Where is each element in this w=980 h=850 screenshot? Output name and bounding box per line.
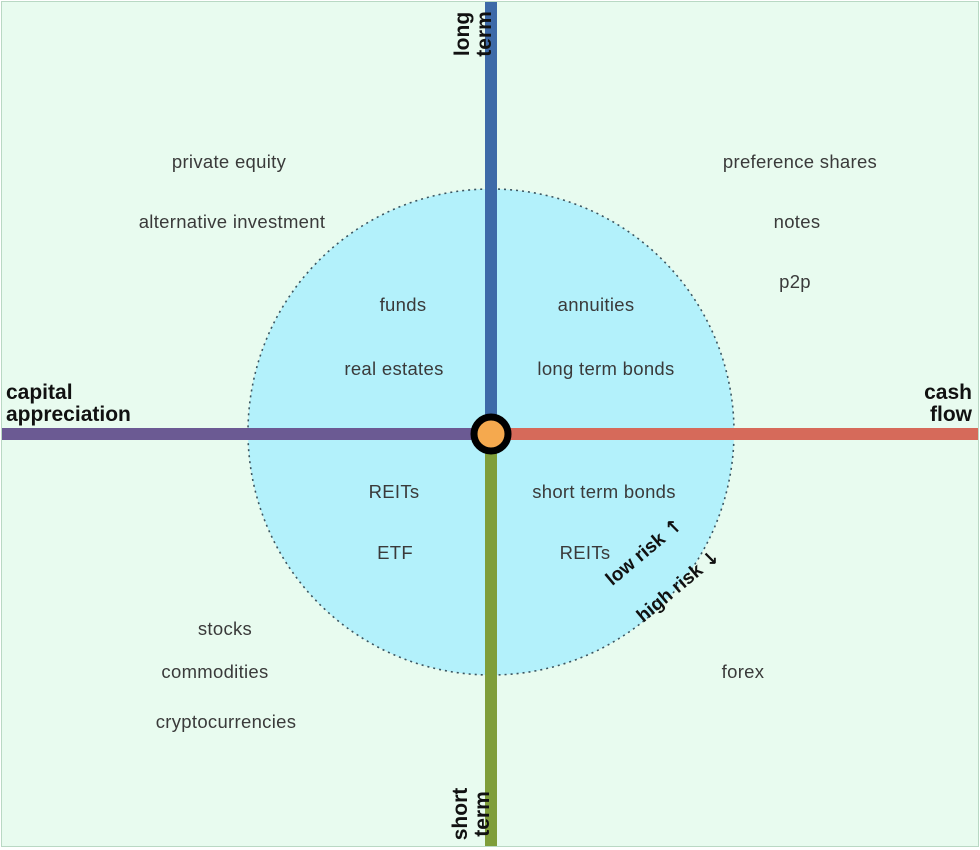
item-label: alternative investment bbox=[138, 211, 326, 232]
item-label: funds bbox=[379, 294, 427, 315]
item-label: annuities bbox=[557, 294, 635, 315]
item-label: short term bonds bbox=[532, 481, 676, 502]
axis-label-capital-appreciation: capital appreciation bbox=[6, 382, 131, 426]
axis-label-line: long bbox=[451, 11, 474, 57]
axis-label-line: flow bbox=[930, 403, 972, 426]
axis-label-line: appreciation bbox=[6, 403, 131, 426]
axis-label-line: capital bbox=[6, 381, 73, 404]
item-label: notes bbox=[773, 211, 821, 232]
arrow-down-right-icon: ↘ bbox=[702, 548, 719, 570]
axis-label-long-term: long term bbox=[451, 11, 496, 57]
item-label: cryptocurrencies bbox=[155, 711, 297, 732]
item-label: p2p bbox=[779, 271, 811, 292]
axis-label-line: short bbox=[449, 787, 472, 841]
arrow-up-left-icon: ↖ bbox=[665, 517, 682, 539]
axis-label-line: cash bbox=[924, 381, 972, 404]
item-label: stocks bbox=[197, 618, 253, 639]
center-node bbox=[470, 413, 512, 455]
item-label: real estates bbox=[344, 358, 444, 379]
axis-label-line: term bbox=[473, 11, 496, 57]
item-label: long term bonds bbox=[537, 358, 675, 379]
axis-label-line: term bbox=[471, 791, 494, 837]
axis-label-short-term: short term bbox=[449, 787, 494, 841]
item-label: commodities bbox=[161, 661, 269, 682]
item-label: REITs bbox=[559, 542, 611, 563]
item-label: preference shares bbox=[722, 151, 878, 172]
item-label: ETF bbox=[377, 542, 413, 563]
axis-label-cash-flow: cash flow bbox=[924, 382, 972, 426]
item-label: private equity bbox=[171, 151, 287, 172]
item-label: REITs bbox=[368, 481, 420, 502]
item-label: forex bbox=[721, 661, 765, 682]
